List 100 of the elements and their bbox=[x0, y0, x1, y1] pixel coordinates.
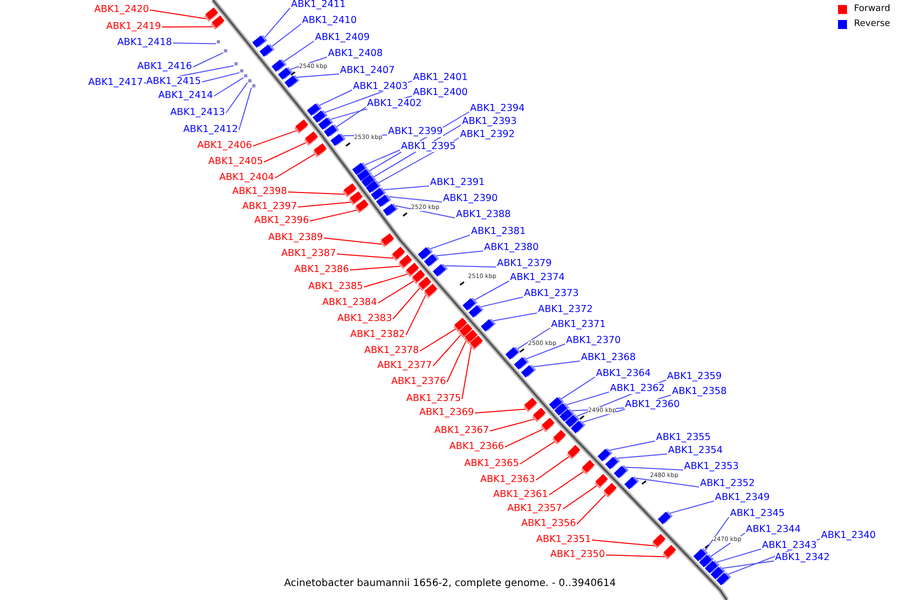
gene-label: ABK1_2389 bbox=[268, 232, 323, 243]
leader-line bbox=[432, 334, 462, 366]
gene-label: ABK1_2399 bbox=[388, 126, 443, 137]
gene-label: ABK1_2420 bbox=[94, 4, 149, 15]
leader-line bbox=[284, 40, 314, 62]
gene-label: ABK1_2367 bbox=[434, 425, 489, 436]
gene-label: ABK1_2418 bbox=[117, 37, 172, 48]
legend-label: Reverse bbox=[854, 19, 890, 30]
gene-block bbox=[391, 246, 406, 262]
gene-label: ABK1_2342 bbox=[775, 552, 830, 563]
leader-line bbox=[722, 560, 774, 569]
gene-block bbox=[662, 544, 676, 560]
gene-label: ABK1_2362 bbox=[610, 383, 665, 394]
leader-line bbox=[566, 392, 610, 406]
leader-line bbox=[150, 10, 207, 20]
gene-label: ABK1_2344 bbox=[746, 524, 801, 535]
gene-block bbox=[552, 430, 566, 445]
gene-label: ABK1_2363 bbox=[480, 474, 535, 485]
leader-line bbox=[520, 441, 555, 464]
leader-line bbox=[533, 360, 580, 368]
gene-label: ABK1_2417 bbox=[88, 77, 143, 88]
gene-label: ABK1_2395 bbox=[401, 141, 456, 152]
gene-block bbox=[272, 59, 287, 72]
leader-line bbox=[444, 265, 496, 268]
gene-label: ABK1_2368 bbox=[581, 352, 636, 363]
gene-label: ABK1_2398 bbox=[232, 186, 287, 197]
gene-label: ABK1_2384 bbox=[322, 297, 377, 308]
gene-label: ABK1_2411 bbox=[291, 0, 346, 10]
leader-line bbox=[704, 516, 730, 551]
gene-label: ABK1_2352 bbox=[700, 478, 755, 489]
gene-block bbox=[523, 398, 538, 412]
gene-label: ABK1_2409 bbox=[315, 32, 370, 43]
gene-label: ABK1_2365 bbox=[464, 458, 519, 469]
gene-label: ABK1_2394 bbox=[470, 103, 525, 114]
gene-label: ABK1_2364 bbox=[596, 368, 651, 379]
gene-block bbox=[614, 465, 629, 478]
gene-label: ABK1_2415 bbox=[146, 76, 201, 87]
leader-line bbox=[324, 238, 382, 245]
leader-line bbox=[383, 186, 430, 190]
leader-line bbox=[238, 87, 252, 130]
gene-label: ABK1_2373 bbox=[524, 288, 579, 299]
leader-line bbox=[319, 90, 352, 106]
leader-line bbox=[336, 106, 366, 128]
leader-line bbox=[364, 150, 400, 166]
gene-label: ABK1_2388 bbox=[456, 209, 511, 220]
leader-line bbox=[252, 130, 297, 146]
gene-label: ABK1_2413 bbox=[170, 107, 225, 118]
gene-label: ABK1_2372 bbox=[538, 304, 593, 315]
gene-block bbox=[324, 124, 339, 137]
gene-block bbox=[312, 143, 327, 158]
leader-line bbox=[172, 42, 216, 44]
gene-label: ABK1_2392 bbox=[460, 129, 515, 140]
gene-label: ABK1_2353 bbox=[684, 461, 739, 472]
gene-block bbox=[294, 119, 308, 134]
gene-label: ABK1_2406 bbox=[197, 140, 252, 151]
caption: Acinetobacter baumannii 1656-2, complete genome. - 0..3940614 bbox=[283, 578, 617, 589]
leader-line bbox=[264, 142, 306, 162]
gene-label: ABK1_2378 bbox=[364, 345, 419, 356]
gene-label: ABK1_2386 bbox=[294, 264, 349, 275]
gene-label: ABK1_2390 bbox=[443, 193, 498, 204]
leader-line bbox=[296, 74, 340, 78]
gene-label: ABK1_2380 bbox=[484, 242, 539, 253]
gene-label: ABK1_2393 bbox=[462, 116, 517, 127]
leader-line bbox=[560, 376, 596, 400]
gene-label: ABK1_2381 bbox=[471, 226, 526, 237]
gene-block bbox=[306, 103, 322, 116]
gene-label: ABK1_2397 bbox=[242, 201, 297, 212]
gene-label: ABK1_2382 bbox=[350, 329, 405, 340]
gene-label: ABK1_2410 bbox=[302, 15, 357, 26]
leader-line bbox=[492, 312, 538, 322]
leader-line bbox=[670, 500, 714, 514]
leader-line bbox=[430, 234, 470, 250]
leader-line bbox=[474, 408, 526, 414]
leader-line bbox=[202, 72, 240, 82]
gene-label: ABK1_2419 bbox=[106, 21, 161, 32]
gene-label: ABK1_2404 bbox=[219, 172, 274, 183]
leader-line bbox=[716, 548, 762, 563]
leader-line bbox=[406, 294, 426, 336]
leader-line bbox=[446, 340, 466, 382]
gene-block bbox=[505, 346, 520, 360]
gene-block bbox=[304, 131, 318, 146]
leader-line bbox=[264, 8, 290, 38]
leader-line bbox=[616, 454, 668, 459]
leader-line bbox=[298, 202, 351, 208]
gene-block bbox=[710, 566, 726, 580]
leader-line bbox=[636, 478, 700, 488]
leader-line bbox=[504, 428, 544, 448]
leader-line bbox=[609, 440, 656, 451]
gene-block bbox=[260, 44, 275, 57]
leader-line bbox=[490, 418, 535, 432]
leader-line bbox=[536, 456, 570, 480]
gene-block bbox=[605, 456, 620, 470]
gene-label: ABK1_2361 bbox=[493, 489, 548, 500]
gene-label: ABK1_2356 bbox=[521, 518, 576, 529]
leader-line bbox=[288, 192, 345, 195]
leader-line bbox=[576, 494, 606, 524]
gene-label: ABK1_2379 bbox=[497, 258, 552, 269]
leader-line bbox=[378, 280, 414, 304]
leader-line bbox=[350, 266, 401, 270]
gene-label: ABK1_2400 bbox=[413, 87, 468, 98]
